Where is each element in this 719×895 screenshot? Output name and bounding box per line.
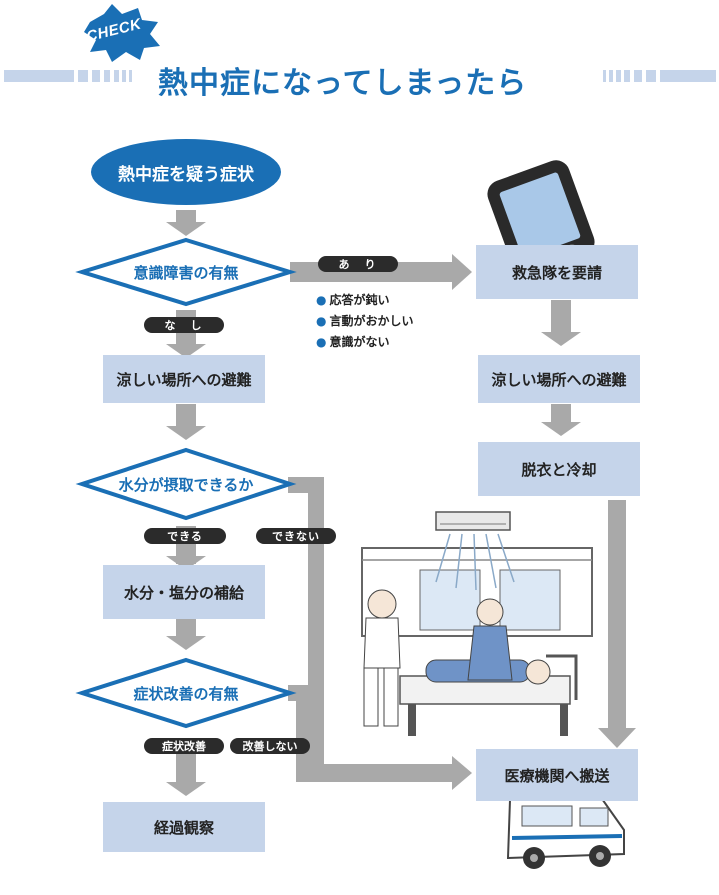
pill-can-drink: できる	[144, 528, 226, 544]
diamond-hydration	[75, 447, 297, 521]
box-hospital: 医療機関へ搬送	[476, 749, 638, 801]
bullet-dot-icon: ●	[316, 335, 327, 349]
diamond-consciousness	[75, 237, 297, 307]
pill-cannot-drink: できない	[256, 528, 336, 544]
question-improvement: 症状改善の有無	[133, 684, 239, 703]
diamond-improvement	[75, 657, 297, 729]
box-cool-place-right: 涼しい場所への避難	[478, 355, 640, 403]
box-undress-cool: 脱衣と冷却	[478, 442, 640, 496]
pill-not-improved: 改善しない	[230, 738, 310, 754]
start-symptoms-label: 熱中症を疑う症状	[118, 164, 254, 185]
check-badge-shape	[84, 4, 160, 62]
patient-care-illustration	[361, 511, 593, 736]
bullet-dot-icon: ●	[316, 293, 327, 307]
question-hydration: 水分が摂取できるか	[118, 475, 254, 494]
box-call-ambulance: 救急隊を要請	[476, 245, 638, 299]
pill-yes-consciousness: あ り	[318, 256, 398, 272]
box-observe: 経過観察	[103, 802, 265, 852]
header-stripes-right	[603, 70, 716, 82]
list-item: ●言動がおかしい	[316, 314, 414, 328]
list-item: ●意識がない	[316, 335, 390, 349]
bullet-dot-icon: ●	[316, 314, 327, 328]
header-stripes-left	[4, 70, 132, 82]
box-cool-place-left: 涼しい場所への避難	[103, 355, 265, 403]
start-oval-shape	[91, 139, 281, 205]
pill-no-consciousness: な し	[144, 317, 224, 333]
pill-improved: 症状改善	[144, 738, 224, 754]
box-supply-water-salt: 水分・塩分の補給	[103, 565, 265, 619]
ambulance-icon	[506, 790, 625, 869]
symptom-list: ●応答が鈍い ●言動がおかしい ●意識がない	[316, 290, 414, 353]
question-consciousness: 意識障害の有無	[133, 263, 239, 282]
list-item: ●応答が鈍い	[316, 293, 390, 307]
page-title: 熱中症になってしまったら	[158, 66, 528, 101]
